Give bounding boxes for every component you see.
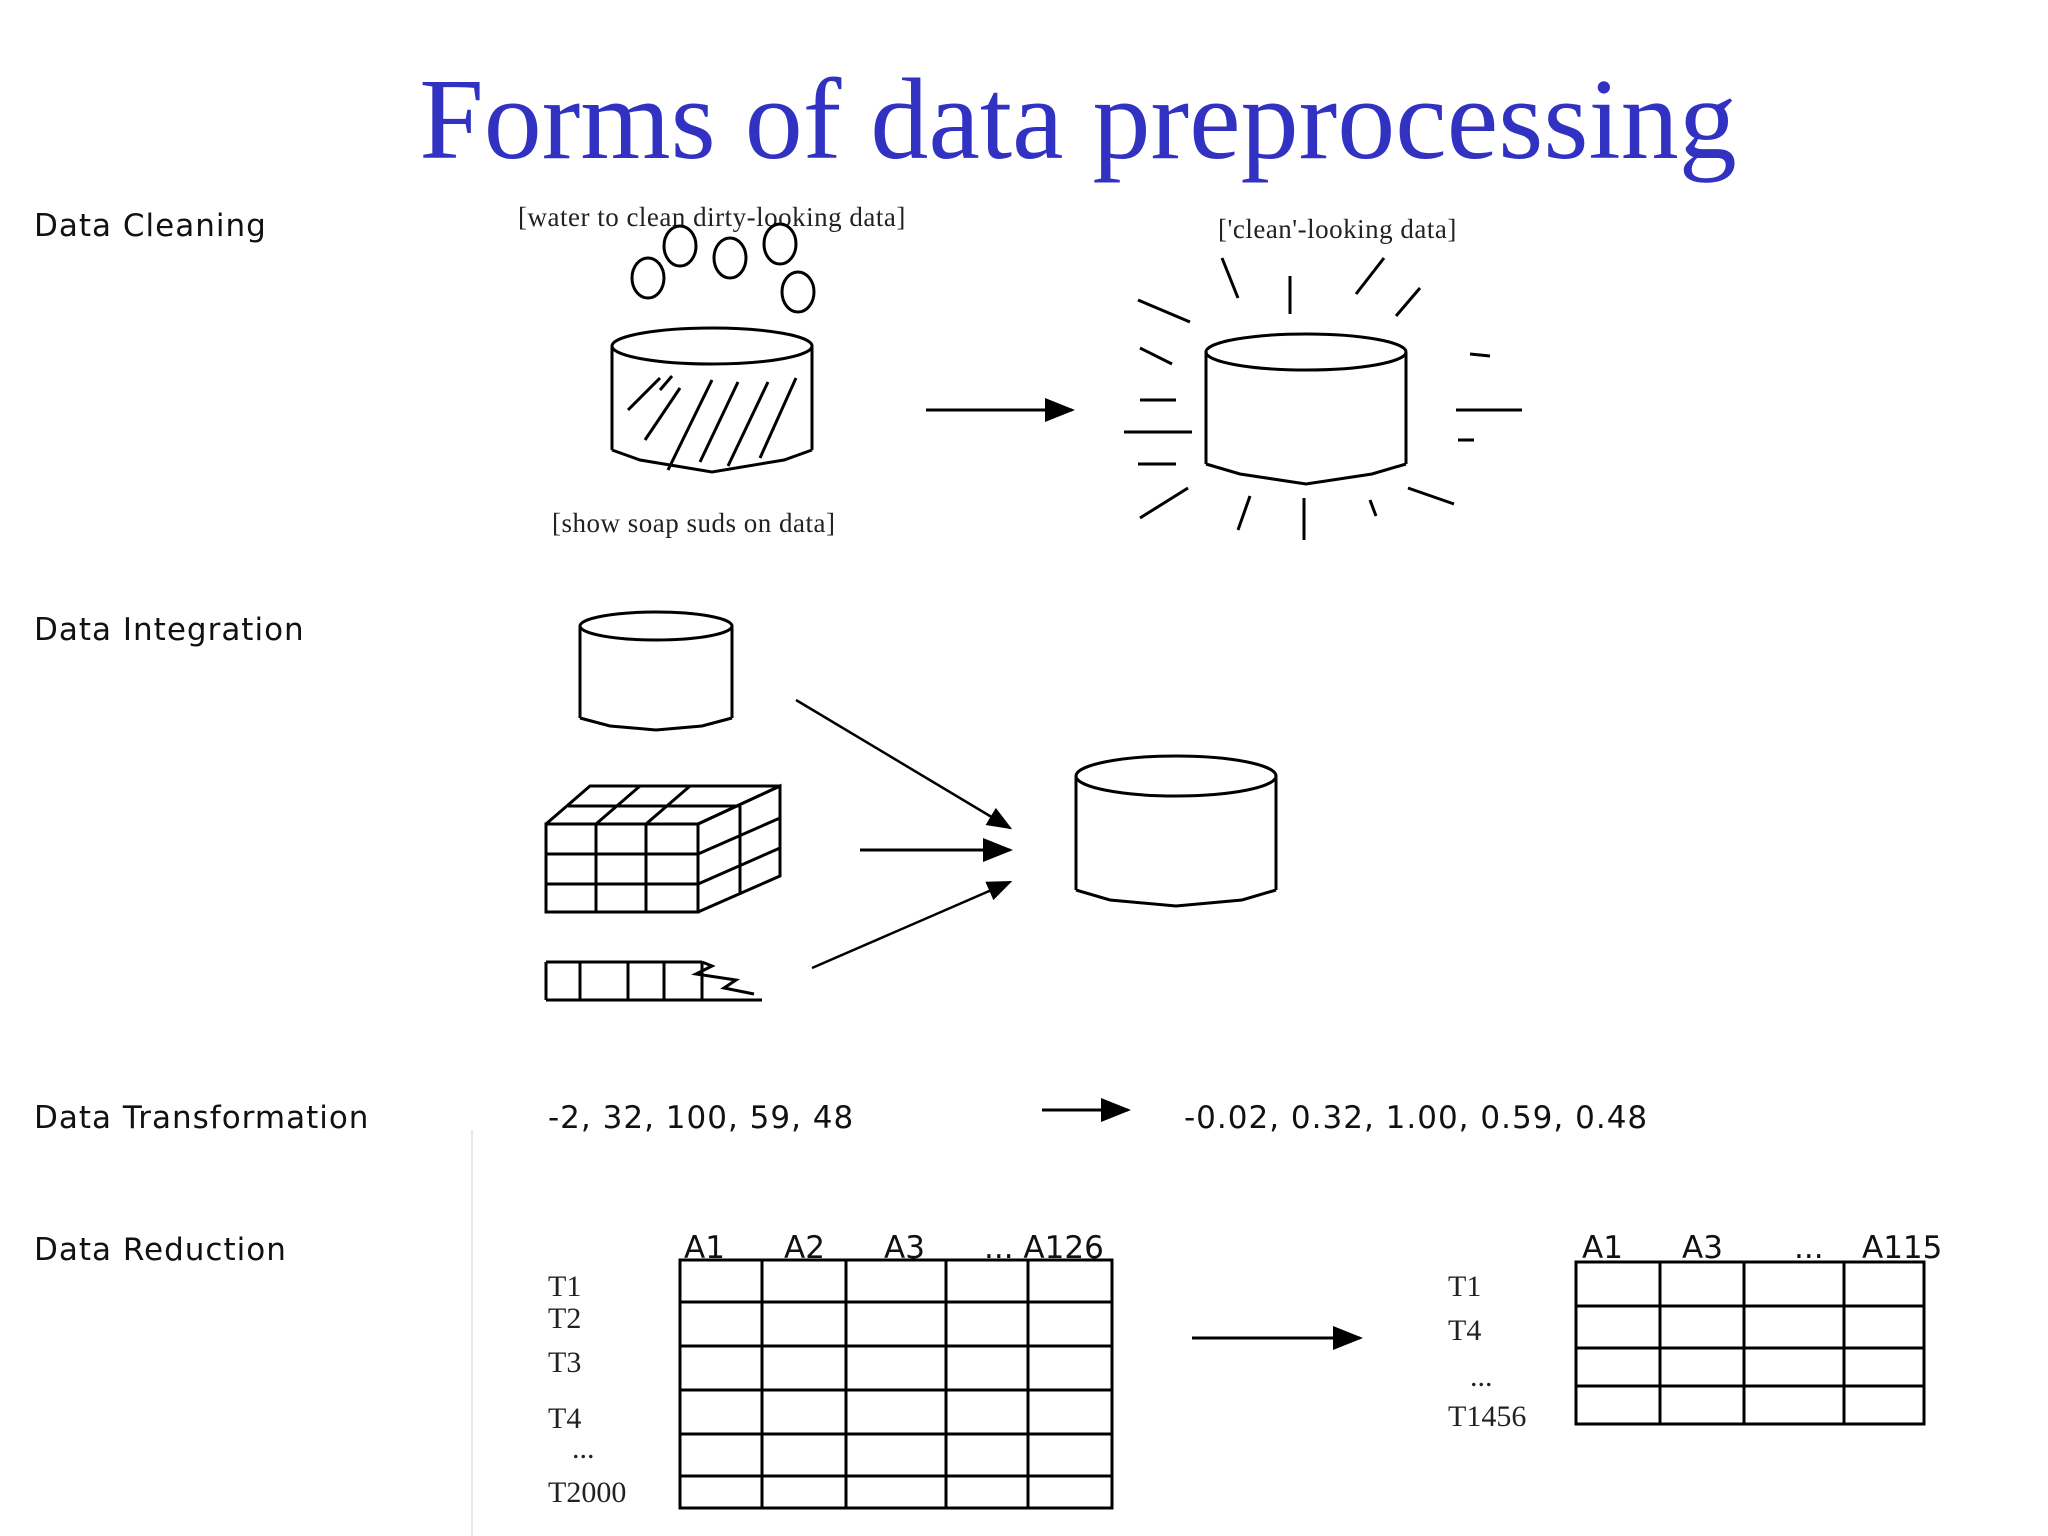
flat-file-icon <box>544 960 762 1002</box>
right-table-column-header: A3 <box>1682 1230 1723 1266</box>
clean-database-icon <box>1204 332 1408 486</box>
left-table-row-label: T2 <box>548 1302 582 1335</box>
left-table-row-label: T3 <box>548 1346 582 1379</box>
left-table-row-label: T4 <box>548 1402 582 1435</box>
right-table-row-label: T1 <box>1448 1270 1482 1303</box>
source-database-icon <box>578 610 734 732</box>
full-data-table <box>678 1258 1114 1510</box>
right-table-row-label: ... <box>1470 1360 1493 1393</box>
right-table-row-label: T1456 <box>1448 1400 1527 1433</box>
section-label-data-cleaning: Data Cleaning <box>34 208 267 244</box>
right-table-column-header: A115 <box>1862 1230 1943 1266</box>
arrow-icon <box>795 698 1013 830</box>
note-soap-suds: [show soap suds on data] <box>552 508 836 538</box>
target-database-icon <box>1074 754 1278 908</box>
section-label-data-reduction: Data Reduction <box>34 1232 287 1268</box>
transformation-input-values: -2, 32, 100, 59, 48 <box>548 1100 855 1136</box>
water-bubbles-icon <box>630 222 816 314</box>
left-table-row-label: T1 <box>548 1270 582 1303</box>
section-label-data-transformation: Data Transformation <box>34 1100 370 1136</box>
note-water-to-clean: [water to clean dirty-looking data] <box>518 202 906 232</box>
shine-rays-icon <box>1124 257 1522 540</box>
page-title: Forms of data preprocessing <box>419 56 1737 184</box>
right-table-column-header: A1 <box>1582 1230 1623 1266</box>
right-table-column-header: ... <box>1794 1230 1824 1266</box>
section-label-data-integration: Data Integration <box>34 612 305 648</box>
arrow-icon <box>811 880 1013 970</box>
left-table-row-label: ... <box>572 1432 595 1465</box>
right-table-row-label: T4 <box>1448 1314 1482 1347</box>
left-table-row-label: T2000 <box>548 1476 627 1509</box>
reduced-data-table <box>1574 1260 1926 1426</box>
transformation-output-values: -0.02, 0.32, 1.00, 0.59, 0.48 <box>1184 1100 1649 1136</box>
data-cube-icon <box>544 783 782 914</box>
note-clean-looking-data: ['clean'-looking data] <box>1218 214 1457 244</box>
dirty-database-icon <box>610 326 814 474</box>
